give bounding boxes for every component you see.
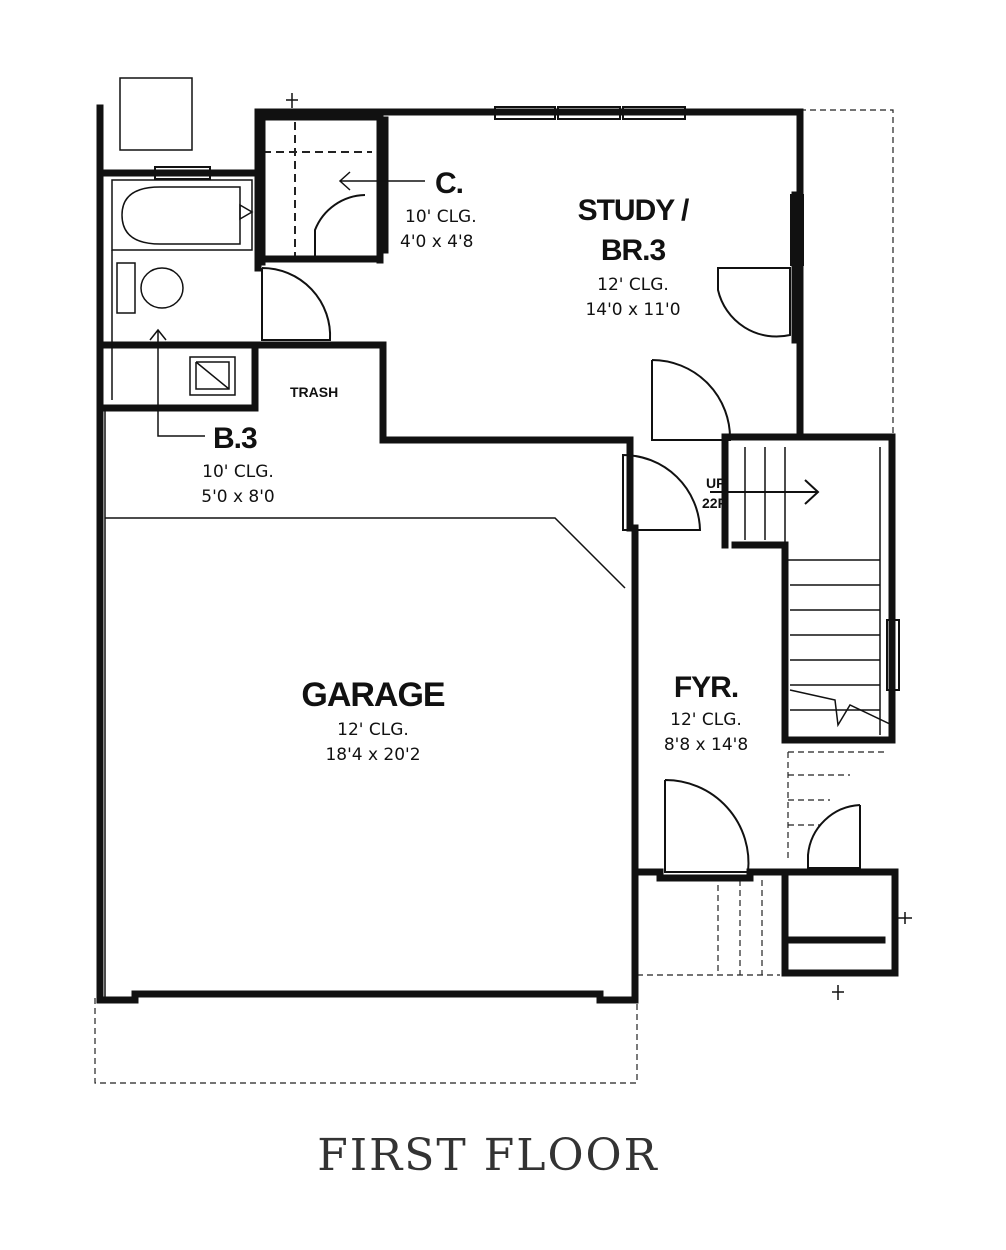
exterior-walls <box>96 104 899 1004</box>
tick-marks <box>286 93 912 1000</box>
foyer-name: FYR. <box>674 671 738 704</box>
page-title: FIRST FLOOR <box>317 1130 659 1181</box>
garage-name: GARAGE <box>301 676 445 714</box>
study-name-line1: STUDY / <box>578 194 690 227</box>
bath-name: B.3 <box>213 422 257 455</box>
bathroom-fixtures <box>111 179 254 400</box>
closet-ceiling: 10' CLG. <box>405 207 477 227</box>
windows <box>154 106 900 691</box>
closet-name: C. <box>435 167 463 200</box>
bath-size: 5'0 x 8'0 <box>201 487 274 507</box>
stairs <box>710 447 893 735</box>
foyer-ceiling: 12' CLG. <box>670 710 742 730</box>
study-ceiling: 12' CLG. <box>597 275 669 295</box>
garage-ceiling: 12' CLG. <box>337 720 409 740</box>
study-name-line2: BR.3 <box>601 234 666 267</box>
study-label: STUDY / BR.3 12' CLG. 14'0 x 11'0 <box>578 194 691 320</box>
study-size: 14'0 x 11'0 <box>585 300 680 320</box>
trash-label: TRASH <box>290 384 338 400</box>
closet-label: C. 10' CLG. 4'0 x 4'8 <box>400 167 477 252</box>
stair-up-label: UP <box>706 475 725 491</box>
garage-size: 18'4 x 20'2 <box>325 745 420 765</box>
closet-size: 4'0 x 4'8 <box>400 232 473 252</box>
foyer-size: 8'8 x 14'8 <box>664 735 748 755</box>
bath-label: B.3 10' CLG. 5'0 x 8'0 <box>201 422 274 507</box>
garage-label: GARAGE 12' CLG. 18'4 x 20'2 <box>301 676 446 765</box>
closet-shelving <box>258 113 384 263</box>
dashed-outlines <box>94 77 894 1084</box>
bath-ceiling: 10' CLG. <box>202 462 274 482</box>
annotations <box>104 171 626 1000</box>
doors <box>261 194 892 944</box>
stair-risers-label: 22R <box>702 495 728 511</box>
foyer-label: FYR. 12' CLG. 8'8 x 14'8 <box>664 671 748 755</box>
